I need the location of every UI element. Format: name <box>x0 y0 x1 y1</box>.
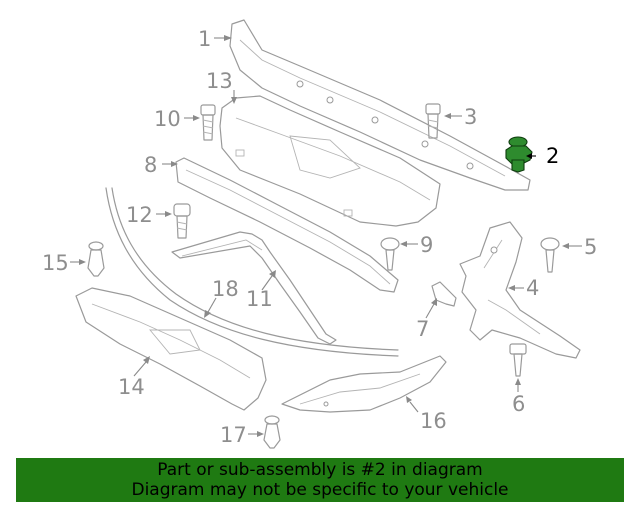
part-17-clip <box>263 415 281 449</box>
part-9-screw <box>380 237 400 271</box>
callout-labels: 1 2 3 4 5 6 7 8 9 10 11 12 13 14 15 16 1… <box>42 27 597 447</box>
part-7-clip-bracket <box>431 281 457 307</box>
callout-15: 15 <box>42 251 69 275</box>
banner-line-2: Diagram may not be specific to your vehi… <box>131 480 509 500</box>
callout-4: 4 <box>526 276 539 300</box>
callout-6: 6 <box>512 392 525 416</box>
part-1-upper-support-bar <box>229 19 531 191</box>
part-16-lower-cover <box>281 355 447 413</box>
part-8-lower-bar <box>175 157 399 293</box>
part-15-clip <box>87 241 105 277</box>
callout-12: 12 <box>126 203 153 227</box>
part-11-lower-brace <box>171 231 337 345</box>
leader-lines <box>70 35 582 437</box>
part-5-screw <box>540 237 560 273</box>
part-18-seal-strip <box>105 187 399 357</box>
part-12-bolt <box>173 203 191 239</box>
callout-1: 1 <box>198 27 211 51</box>
callout-9: 9 <box>420 233 433 257</box>
part-6-bolt <box>509 343 527 377</box>
info-banner: Part or sub-assembly is #2 in diagram Di… <box>16 458 624 502</box>
callout-17: 17 <box>220 423 247 447</box>
callout-3: 3 <box>464 105 477 129</box>
callout-13: 13 <box>206 69 233 93</box>
callout-7: 7 <box>416 317 429 341</box>
banner-line-1: Part or sub-assembly is #2 in diagram <box>157 460 483 480</box>
part-4-side-bracket <box>459 221 581 359</box>
callout-16: 16 <box>420 409 447 433</box>
callout-2-highlighted: 2 <box>546 144 559 168</box>
callout-5: 5 <box>584 235 597 259</box>
part-14-deflector <box>75 287 267 411</box>
callout-10: 10 <box>154 107 181 131</box>
callout-8: 8 <box>144 153 157 177</box>
part-3-bolt <box>425 103 441 139</box>
part-13-shield-panel <box>219 95 441 227</box>
part-10-bolt <box>200 104 216 141</box>
callout-14: 14 <box>118 375 145 399</box>
callout-18: 18 <box>212 277 239 301</box>
part-2-nut-highlighted <box>505 136 533 173</box>
callout-11: 11 <box>246 287 273 311</box>
